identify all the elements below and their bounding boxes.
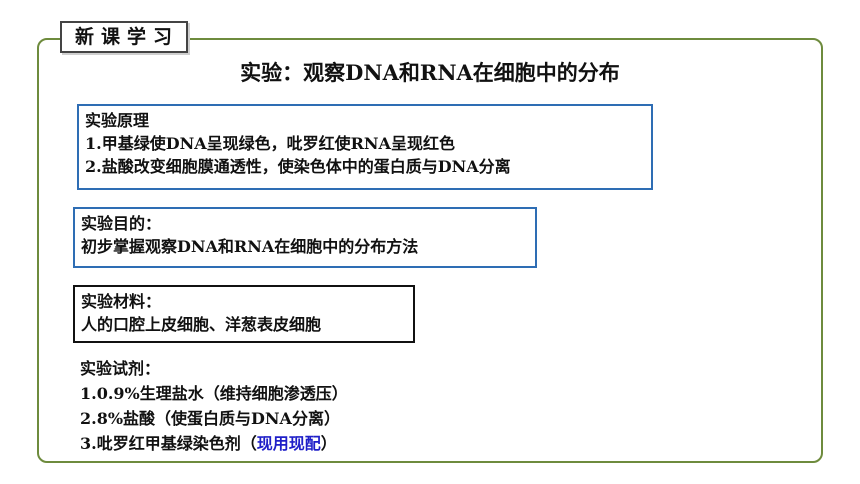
- principle-item: 1.甲基绿使DNA呈现绿色，吡罗红使RNA呈现红色: [85, 134, 455, 153]
- section-tag: 新课学习: [60, 21, 188, 53]
- reagents-section: 实验试剂： 1.0.9%生理盐水（维持细胞渗透压） 2.8%盐酸（使蛋白质与DN…: [80, 356, 348, 456]
- reagent-item: 2.8%盐酸（使蛋白质与DNA分离）: [80, 409, 340, 428]
- page-title: 实验：观察DNA和RNA在细胞中的分布: [240, 60, 620, 85]
- reagent-item-suffix: ）: [320, 434, 337, 453]
- materials-box: 实验材料： 人的口腔上皮细胞、洋葱表皮细胞: [73, 285, 415, 343]
- principle-heading: 实验原理: [85, 111, 150, 130]
- reagent-highlight: 现用现配: [256, 434, 321, 453]
- purpose-text: 初步掌握观察DNA和RNA在细胞中的分布方法: [81, 237, 419, 256]
- reagent-item: 1.0.9%生理盐水（维持细胞渗透压）: [80, 384, 348, 403]
- reagents-heading: 实验试剂：: [80, 359, 161, 378]
- content-frame: [37, 38, 823, 463]
- reagent-item-prefix: 3.吡罗红甲基绿染色剂（: [80, 434, 257, 453]
- purpose-heading: 实验目的：: [81, 214, 162, 233]
- purpose-box: 实验目的： 初步掌握观察DNA和RNA在细胞中的分布方法: [73, 207, 537, 268]
- reagent-item: 3.吡罗红甲基绿染色剂（现用现配）: [80, 431, 348, 456]
- principle-item: 2.盐酸改变细胞膜通透性，使染色体中的蛋白质与DNA分离: [85, 157, 511, 176]
- materials-text: 人的口腔上皮细胞、洋葱表皮细胞: [81, 315, 322, 334]
- principle-box: 实验原理 1.甲基绿使DNA呈现绿色，吡罗红使RNA呈现红色 2.盐酸改变细胞膜…: [77, 104, 653, 190]
- materials-heading: 实验材料：: [81, 292, 162, 311]
